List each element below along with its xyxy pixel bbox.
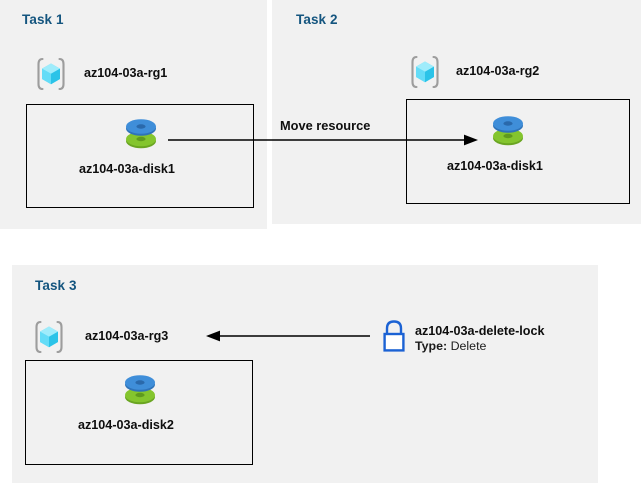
resource-group-label-task-2: az104-03a-rg2 (456, 64, 540, 78)
resource-label-task-2: az104-03a-disk1 (447, 159, 543, 173)
lock-name-text: az104-03a-delete-lock (415, 324, 545, 338)
managed-disk-icon (123, 115, 159, 153)
move-resource-arrow (168, 134, 478, 146)
resource-container-task-3 (25, 360, 253, 465)
resource-group-icon (36, 57, 66, 91)
panel-task-2 (272, 0, 641, 224)
resource-group-icon (34, 320, 64, 354)
move-resource-label: Move resource (280, 118, 371, 133)
panel-title-task-2: Task 2 (296, 12, 338, 27)
resource-group-label-task-1: az104-03a-rg1 (84, 66, 168, 80)
panel-task-3 (12, 265, 598, 483)
panel-title-task-3: Task 3 (35, 278, 77, 293)
lock-icon (378, 317, 410, 355)
resource-label-task-3: az104-03a-disk2 (78, 418, 174, 432)
lock-type-key: Type: (415, 339, 448, 353)
resource-label-task-1: az104-03a-disk1 (79, 162, 175, 176)
managed-disk-icon (122, 371, 158, 409)
resource-group-icon (410, 55, 440, 89)
delete-lock-arrow (206, 330, 370, 342)
resource-group-label-task-3: az104-03a-rg3 (85, 329, 169, 343)
resource-container-task-1 (26, 104, 254, 208)
managed-disk-icon (490, 112, 526, 150)
lock-name-label: az104-03a-delete-lock Type: Delete (415, 324, 545, 354)
panel-title-task-1: Task 1 (22, 12, 64, 27)
lock-type-line: Type: Delete (415, 339, 545, 354)
lock-type-value: Delete (450, 339, 487, 353)
resource-container-task-2 (406, 99, 630, 204)
panel-task-1 (0, 0, 267, 229)
